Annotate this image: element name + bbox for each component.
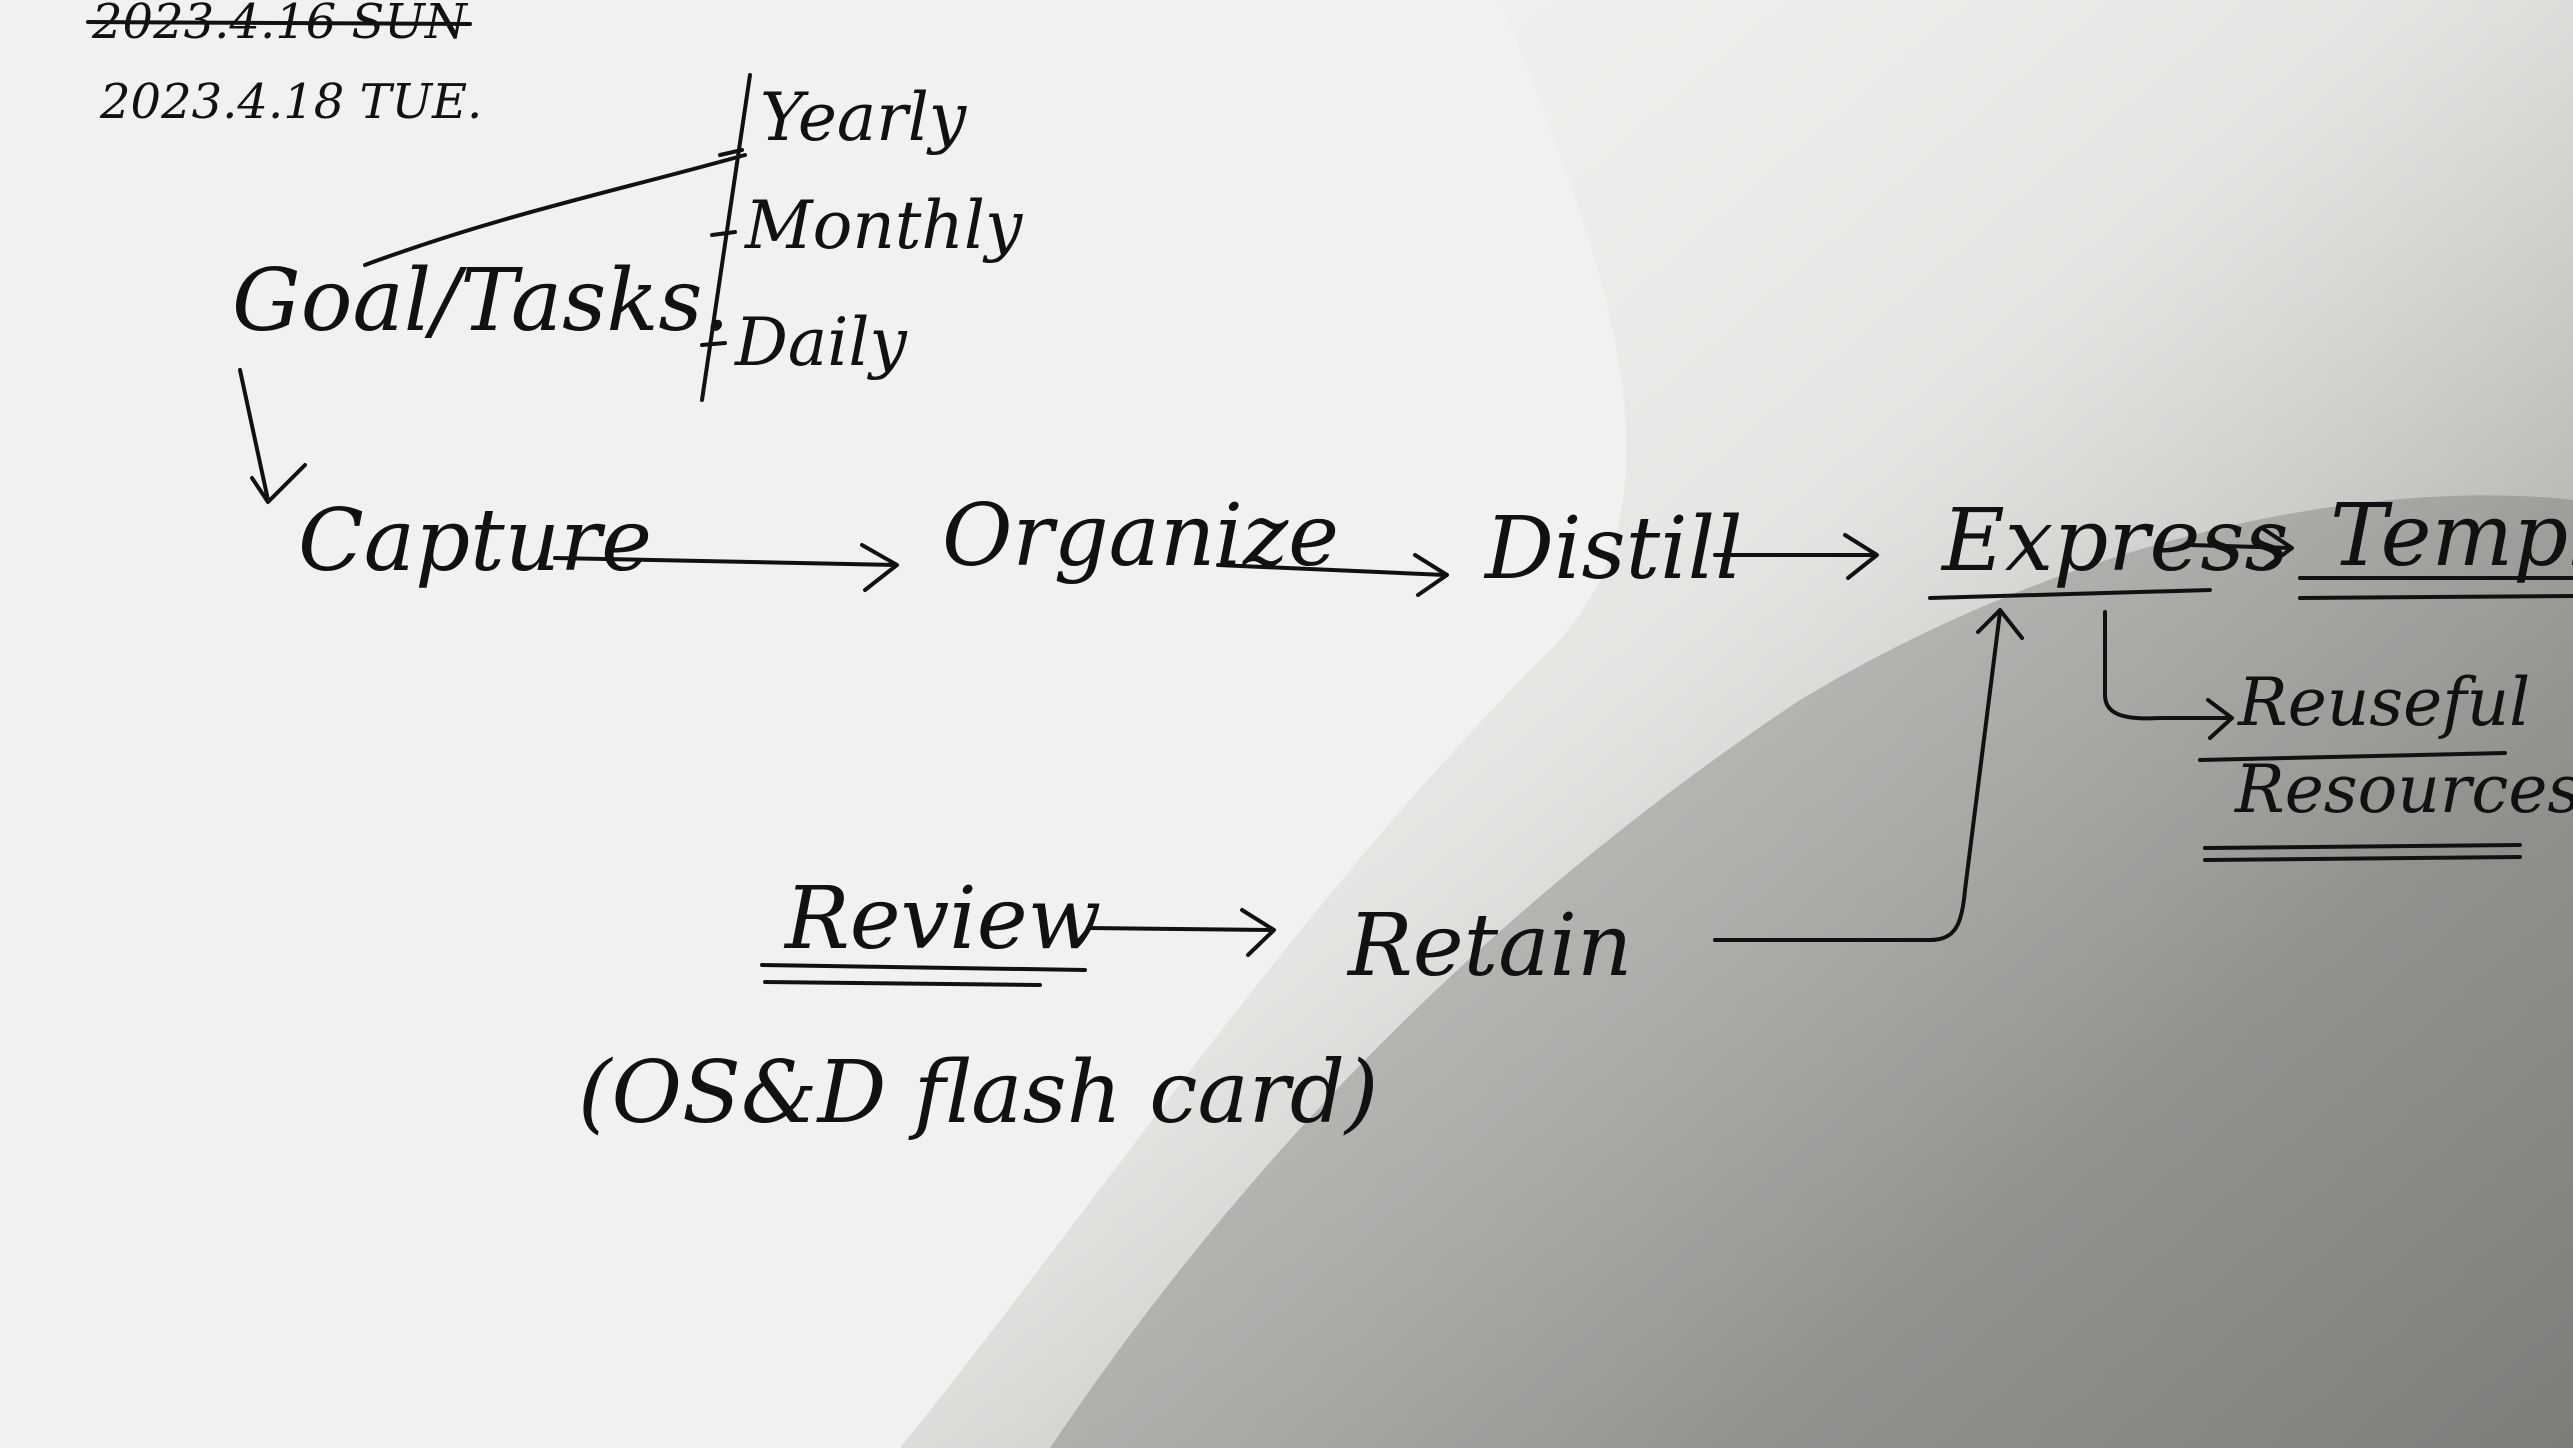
flow-template: Template: [2330, 486, 2573, 586]
retain-to-express-arrowhead: [1976, 608, 2024, 640]
date-current: 2023.4.18 TUE.: [99, 74, 482, 130]
goal-to-capture-arrowhead: [250, 463, 307, 504]
shadow-deep: [1050, 495, 2573, 1448]
flow-reuseful: Reuseful: [2237, 664, 2530, 741]
flow-distill: Distill: [1483, 499, 1743, 599]
organize-to-distill-arrow: [1216, 563, 1447, 577]
review-to-retain-arrow: [1086, 926, 1274, 932]
period-tick-monthly: [710, 230, 737, 237]
flow-express: Express: [1940, 491, 2289, 591]
date-strikethrough: [86, 20, 472, 26]
template-underline-2: [2298, 594, 2573, 600]
period-tick-daily: [700, 341, 727, 347]
organize-to-distill-arrowhead: [1413, 553, 1449, 597]
shadow-overlay: [900, 0, 2573, 1448]
period-tick-yearly: [718, 148, 744, 157]
flow-resources: Resources.: [2234, 751, 2573, 828]
express-to-template-arrow: [2188, 543, 2292, 550]
period-yearly: Yearly: [760, 79, 967, 156]
goal-to-capture-arrow: [238, 368, 270, 502]
retain-to-express-arrow: [1713, 610, 2002, 942]
goal-link-line: [363, 153, 747, 267]
review-underline-1: [760, 963, 1087, 972]
review-to-retain-arrowhead: [1240, 908, 1276, 957]
reuseful-underline: [2198, 751, 2507, 762]
period-monthly: Monthly: [744, 187, 1023, 264]
review-underline-2: [763, 980, 1042, 987]
resources-underline-1: [2203, 843, 2522, 850]
resources-underline-2: [2203, 855, 2522, 862]
flow-capture: Capture: [298, 491, 652, 591]
express-to-template-arrowhead: [2260, 526, 2294, 570]
capture-to-organize-arrow: [553, 556, 897, 567]
distill-to-express-arrowhead: [1843, 533, 1879, 580]
flow-review: Review: [783, 869, 1101, 969]
review-note: (OS&D flash card): [578, 1043, 1378, 1143]
express-underline: [1928, 588, 2212, 600]
express-to-reuseful-arrowhead: [2206, 698, 2234, 740]
goal-tasks-label: Goal/Tasks.: [232, 251, 730, 351]
express-to-reuseful-arrow: [2103, 610, 2232, 721]
period-daily: Daily: [734, 304, 907, 381]
flow-organize: Organize: [942, 486, 1339, 586]
flow-retain: Retain: [1346, 896, 1632, 996]
capture-to-organize-arrowhead: [860, 543, 899, 592]
